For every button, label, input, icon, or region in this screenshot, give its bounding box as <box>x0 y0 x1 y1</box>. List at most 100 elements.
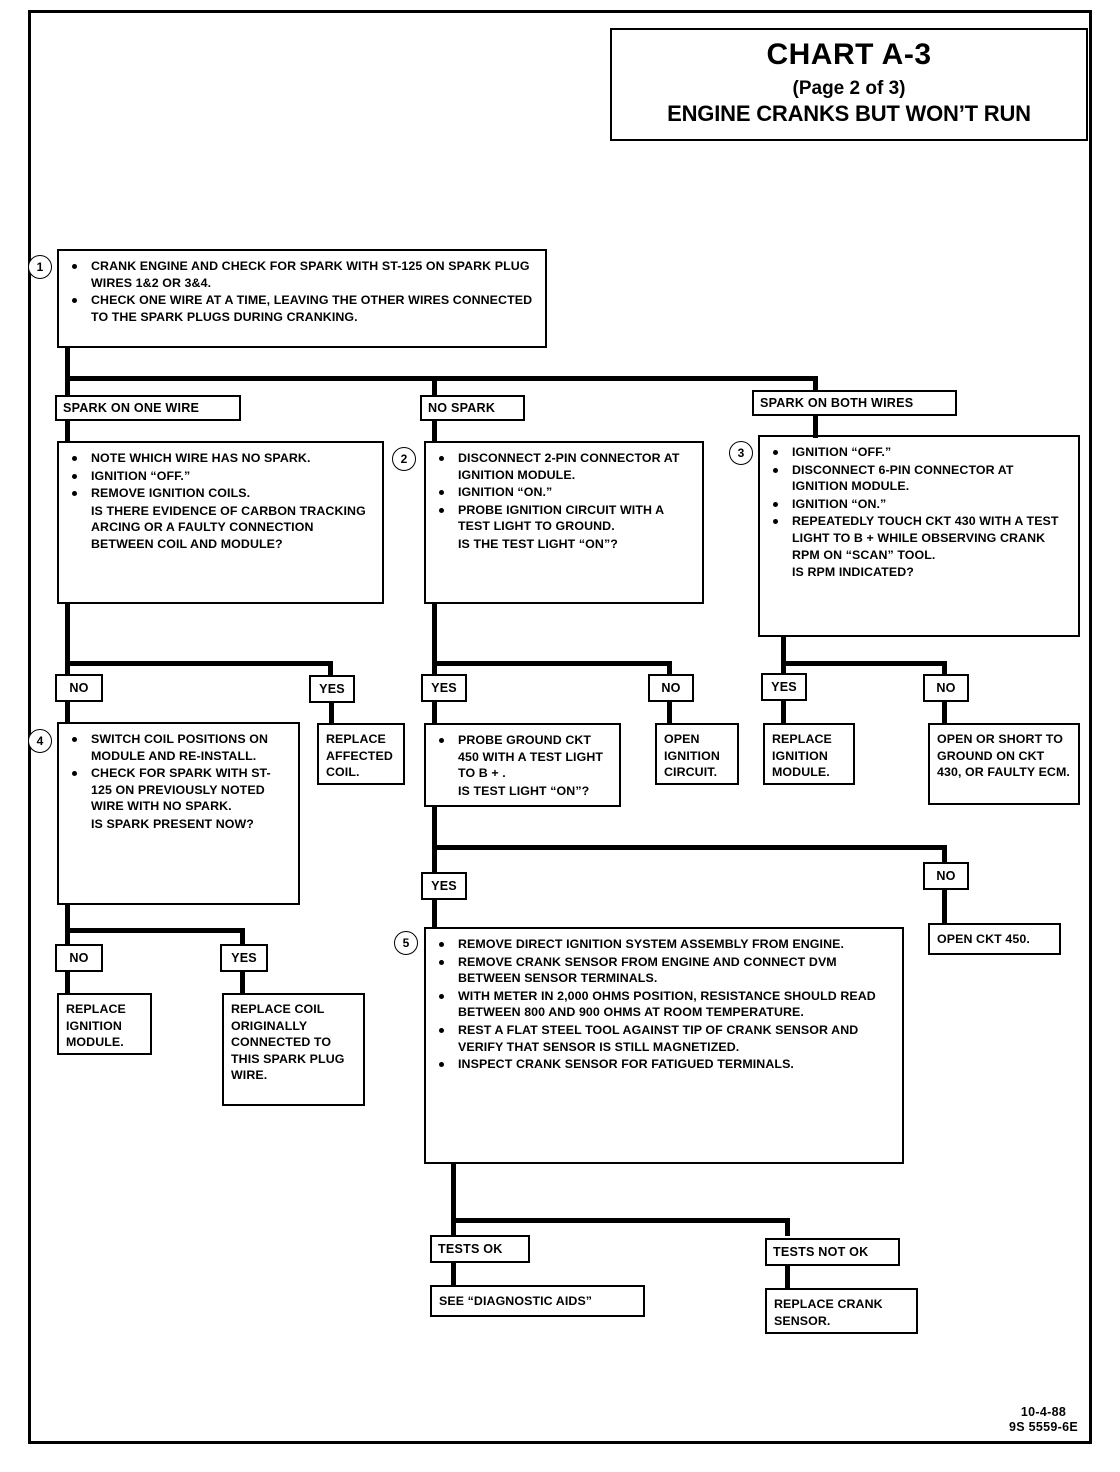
title-block: CHART A-3 (Page 2 of 3) ENGINE CRANKS BU… <box>610 28 1088 141</box>
page-indicator: (Page 2 of 3) <box>792 78 906 99</box>
node-step-3: IGNITION “OFF.” DISCONNECT 6-PIN CONNECT… <box>758 435 1080 637</box>
node-probe-ground-ckt-450: PROBE GROUND CKT 450 WITH A TEST LIGHT T… <box>424 723 621 807</box>
step5-bullet-4: REST A FLAT STEEL TOOL AGAINST TIP OF CR… <box>436 1022 894 1055</box>
node-open-ignition-circuit: OPEN IGNITION CIRCUIT. <box>655 723 739 785</box>
connector-leftcheck-down <box>65 604 70 674</box>
connector-leftcheck-split <box>65 661 333 666</box>
connector-to-no-spark <box>432 376 437 396</box>
label-no-step4: NO <box>55 944 103 972</box>
label-yes-leftcheck: YES <box>309 675 355 703</box>
step-number-4: 4 <box>28 729 52 753</box>
connector-step4-split <box>65 928 245 933</box>
step4-bullet-2: CHECK FOR SPARK WITH ST-125 ON PREVIOUSL… <box>69 765 290 815</box>
step-number-3: 3 <box>729 441 753 465</box>
connector-step2-down <box>432 604 437 676</box>
step5-bullet-1: REMOVE DIRECT IGNITION SYSTEM ASSEMBLY F… <box>436 936 894 953</box>
label-tests-ok: TESTS OK <box>430 1235 530 1263</box>
left-check-bullet-1: NOTE WHICH WIRE HAS NO SPARK. <box>69 450 374 467</box>
step2-bullet-1: DISCONNECT 2-PIN CONNECTOR AT IGNITION M… <box>436 450 694 483</box>
connector-no-step3-down <box>942 700 947 724</box>
connector-yes-probeground-down <box>432 898 437 928</box>
label-no-probeground: NO <box>923 862 969 890</box>
label-yes-step3: YES <box>761 673 807 701</box>
footer-date: 10-4-88 <box>1020 1404 1067 1419</box>
connector-step3-split <box>781 661 947 666</box>
branch-label-no-spark: NO SPARK <box>420 395 525 421</box>
connector-yes-step3-down <box>781 699 786 723</box>
connector-no-spark-down <box>432 421 437 443</box>
step2-bullet-3: PROBE IGNITION CIRCUIT WITH A TEST LIGHT… <box>436 502 694 535</box>
chart-subtitle: ENGINE CRANKS BUT WON’T RUN <box>667 101 1031 126</box>
label-tests-not-ok: TESTS NOT OK <box>765 1238 900 1266</box>
connector-to-both-wires <box>813 376 818 396</box>
node-replace-coil-originally: REPLACE COIL ORIGINALLY CONNECTED TO THI… <box>222 993 365 1106</box>
node-replace-ignition-module-right: REPLACE IGNITION MODULE. <box>763 723 855 785</box>
connector-no-leftcheck-down <box>65 700 70 724</box>
connector-probeground-no <box>942 845 947 863</box>
step-number-2: 2 <box>392 447 416 471</box>
label-yes-step2: YES <box>421 674 467 702</box>
probe-ground-bullet-1: PROBE GROUND CKT 450 WITH A TEST LIGHT T… <box>436 732 611 782</box>
connector-testsnotok-down <box>785 1265 790 1289</box>
step5-bullet-3: WITH METER IN 2,000 OHMS POSITION, RESIS… <box>436 988 894 1021</box>
label-yes-step4: YES <box>220 944 268 972</box>
connector-yes-step2-down <box>432 700 437 724</box>
footer-code: 9S 5559-6E <box>1008 1420 1078 1435</box>
node-open-or-short-ckt-430: OPEN OR SHORT TO GROUND ON CKT 430, OR F… <box>928 723 1080 805</box>
step3-bullet-1: IGNITION “OFF.” <box>770 444 1070 461</box>
probe-ground-question: IS TEST LIGHT “ON”? <box>458 783 590 798</box>
connector-leftcheck-yes <box>328 661 333 677</box>
connector-no-step2-down <box>667 700 672 724</box>
page-border <box>28 10 1092 1444</box>
connector-yes-step4-down <box>240 970 245 994</box>
label-no-step3: NO <box>923 674 969 702</box>
connector-step3-down <box>781 637 786 675</box>
connector-step2-no <box>667 661 672 677</box>
connector-step3-no <box>942 661 947 677</box>
connector-step5-split <box>451 1218 790 1223</box>
node-replace-affected-coil: REPLACE AFFECTED COIL. <box>317 723 405 785</box>
connector-no-probeground-down <box>942 888 947 924</box>
left-check-bullet-3: REMOVE IGNITION COILS. <box>69 485 374 502</box>
connector-one-wire-down <box>65 421 70 443</box>
step3-bullet-2: DISCONNECT 6-PIN CONNECTOR AT IGNITION M… <box>770 462 1070 495</box>
node-open-ckt-450: OPEN CKT 450. <box>928 923 1061 955</box>
connector-step4-down <box>65 905 70 947</box>
node-step-5: REMOVE DIRECT IGNITION SYSTEM ASSEMBLY F… <box>424 927 904 1164</box>
label-no-step2: NO <box>648 674 694 702</box>
page-title: CHART A-3 <box>766 38 932 71</box>
step2-bullet-2: IGNITION “ON.” <box>436 484 694 501</box>
step3-question: IS RPM INDICATED? <box>792 565 914 580</box>
step2-question: IS THE TEST LIGHT “ON”? <box>458 537 618 552</box>
connector-step2-split <box>432 661 672 666</box>
node-step-4: SWITCH COIL POSITIONS ON MODULE AND RE-I… <box>57 722 300 905</box>
step3-bullet-4: REPEATEDLY TOUCH CKT 430 WITH A TEST LIG… <box>770 513 1070 563</box>
node-see-diagnostic-aids: SEE “DIAGNOSTIC AIDS” <box>430 1285 645 1317</box>
node-left-check: NOTE WHICH WIRE HAS NO SPARK. IGNITION “… <box>57 441 384 604</box>
step-number-1: 1 <box>28 255 52 279</box>
step4-question: IS SPARK PRESENT NOW? <box>91 817 254 832</box>
step-number-5: 5 <box>394 931 418 955</box>
step1-bullet-2: CHECK ONE WIRE AT A TIME, LEAVING THE OT… <box>69 292 537 325</box>
left-check-bullet-2: IGNITION “OFF.” <box>69 468 374 485</box>
branch-label-spark-one-wire: SPARK ON ONE WIRE <box>55 395 241 421</box>
node-replace-ignition-module-left: REPLACE IGNITION MODULE. <box>57 993 152 1055</box>
step5-bullet-2: REMOVE CRANK SENSOR FROM ENGINE AND CONN… <box>436 954 894 987</box>
left-check-question: IS THERE EVIDENCE OF CARBON TRACKING ARC… <box>91 503 366 552</box>
step4-bullet-1: SWITCH COIL POSITIONS ON MODULE AND RE-I… <box>69 731 290 764</box>
step1-bullet-1: CRANK ENGINE AND CHECK FOR SPARK WITH ST… <box>69 258 537 291</box>
label-no-leftcheck: NO <box>55 674 103 702</box>
step3-bullet-3: IGNITION “ON.” <box>770 496 1070 513</box>
connector-yes-leftcheck-down <box>329 701 334 725</box>
branch-label-spark-both-wires: SPARK ON BOTH WIRES <box>752 390 957 416</box>
connector-no-step4-down <box>65 970 70 994</box>
connector-branch-bus <box>65 376 818 381</box>
node-step-2: DISCONNECT 2-PIN CONNECTOR AT IGNITION M… <box>424 441 704 604</box>
connector-to-one-wire <box>65 376 70 396</box>
connector-step1-down <box>65 348 70 380</box>
step5-bullet-5: INSPECT CRANK SENSOR FOR FATIGUED TERMIN… <box>436 1056 894 1073</box>
connector-step5-notok <box>785 1218 790 1236</box>
connector-probeground-down <box>432 807 437 877</box>
connector-step5-down <box>451 1164 456 1244</box>
